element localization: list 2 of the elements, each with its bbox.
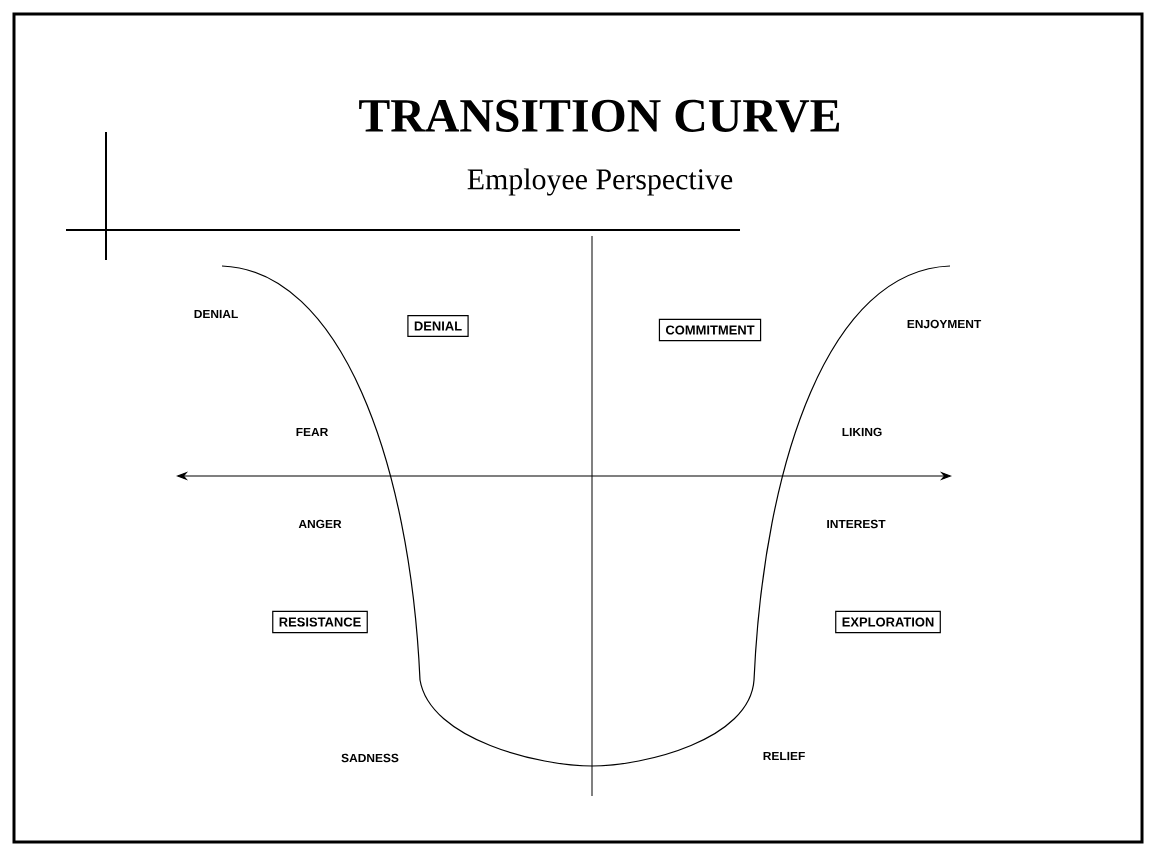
title: TRANSITION CURVE (359, 99, 840, 133)
subtitle: Employee Perspective (467, 168, 733, 196)
